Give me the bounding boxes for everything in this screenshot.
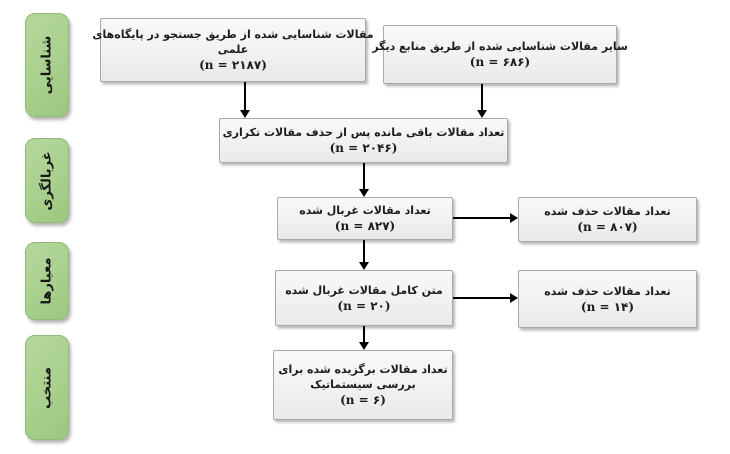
box-title-line: تعداد مقالات غربال شده: [299, 204, 431, 217]
arrow-db-to-merge: [244, 82, 246, 110]
arrowhead-down-icon: [359, 189, 369, 197]
box-title-line: بررسی سیستماتیک: [310, 378, 416, 391]
stage-label-identification: شناسایی: [25, 13, 69, 117]
box-count: (n = ۲۰): [337, 298, 391, 313]
box-title-line: تعداد مقالات برگزیده شده برای: [278, 363, 448, 376]
flow-box-included: تعداد مقالات برگزیده شده برای بررسی سیست…: [273, 350, 453, 420]
stage-label-selected-text: منتخب: [39, 366, 55, 409]
flow-box-fulltext: متن کامل مقالات غربال شده (n = ۲۰): [275, 270, 453, 326]
flow-box-identified-other: سایر مقالات شناسایی شده از طریق منابع دی…: [372, 25, 628, 84]
flow-box-removed-screening: تعداد مقالات حذف شده (n = ۸۰۷): [518, 197, 697, 242]
box-count: (n = ۸۰۷): [577, 220, 638, 234]
stage-label-identification-text: شناسایی: [39, 35, 55, 95]
arrow-other-to-merge: [481, 84, 483, 110]
stage-label-criteria: معیارها: [25, 242, 69, 320]
box-title-line: مقالات شناسایی شده از طریق جستجو در پایگ…: [92, 28, 374, 41]
box-title-line: تعداد مقالات حذف شده: [544, 284, 671, 298]
arrow-screened-to-fulltext: [363, 240, 365, 262]
flow-box-removed-fulltext: تعداد مقالات حذف شده (n = ۱۴): [518, 270, 697, 328]
arrow-fulltext-to-included: [363, 326, 365, 342]
box-count: (n = ۶۸۶): [469, 55, 531, 69]
stage-label-selected: منتخب: [25, 335, 69, 440]
box-count: (n = ۱۴): [580, 299, 635, 314]
box-count: (n = ۲۱۸۷): [199, 58, 267, 72]
box-count: (n = ۸۲۷): [334, 219, 396, 233]
flow-box-after-duplicates: تعداد مقالات باقی مانده پس از حذف مقالات…: [219, 118, 508, 163]
arrow-merge-to-screened: [363, 163, 365, 189]
arrow-fulltext-to-removed: [453, 297, 510, 299]
stage-label-screening-text: غربالگری: [39, 150, 55, 211]
flow-box-screened: تعداد مقالات غربال شده (n = ۸۲۷): [277, 197, 453, 240]
arrow-screened-to-removed: [453, 217, 510, 219]
arrowhead-down-icon: [240, 110, 250, 118]
stage-label-screening: غربالگری: [25, 138, 69, 223]
stage-label-criteria-text: معیارها: [39, 257, 55, 305]
box-title-line: تعداد مقالات باقی مانده پس از حذف مقالات…: [222, 126, 505, 139]
flow-box-identified-db: مقالات شناسایی شده از طریق جستجو در پایگ…: [92, 18, 374, 82]
box-title-line: سایر مقالات شناسایی شده از طریق منابع دی…: [372, 40, 628, 53]
arrowhead-right-icon: [510, 293, 518, 303]
arrowhead-down-icon: [359, 262, 369, 270]
box-count: (n = ۲۰۴۶): [329, 141, 398, 155]
arrowhead-down-icon: [359, 342, 369, 350]
box-title-line: تعداد مقالات حذف شده: [544, 205, 671, 218]
box-title-line: علمی: [217, 43, 249, 56]
box-title-line: متن کامل مقالات غربال شده: [285, 283, 443, 297]
box-count: (n = ۶): [340, 393, 386, 407]
arrowhead-down-icon: [477, 110, 487, 118]
arrowhead-right-icon: [510, 213, 518, 223]
